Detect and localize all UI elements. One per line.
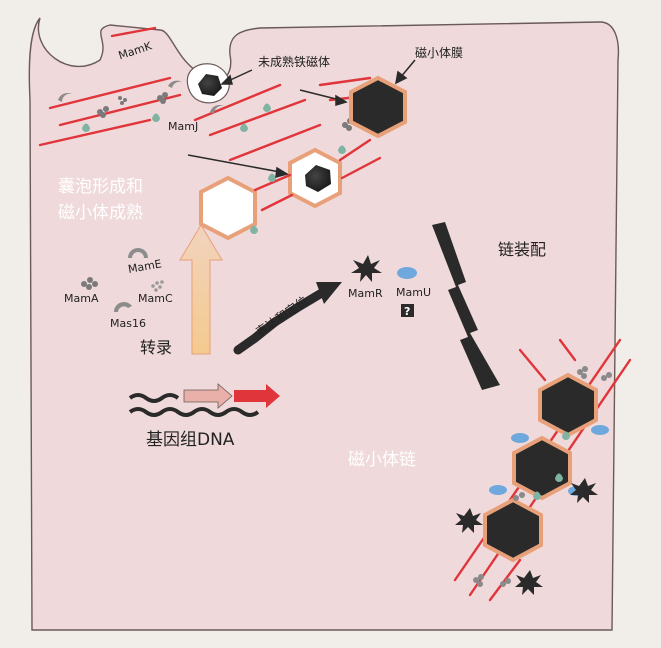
chain-magnetosome-1 [540, 375, 596, 435]
label-question: ? [404, 305, 410, 318]
label-vesicle-formation-1: 囊泡形成和 [58, 177, 143, 197]
label-immature-magnetosome: 未成熟铁磁体 [258, 54, 330, 69]
label-magnetosome-chain: 磁小体链 [348, 450, 416, 470]
magnetosome-mature-top [351, 78, 405, 136]
label-mamA: MamA [64, 292, 99, 305]
label-genome-dna: 基因组DNA [146, 430, 235, 450]
label-mamC: MamC [138, 292, 173, 305]
chain-magnetosome-3 [485, 500, 541, 560]
label-mamR: MamR [348, 287, 383, 300]
label-transcription: 转录 [140, 338, 172, 357]
vesicle-forming-1 [290, 150, 340, 206]
label-mas16: Mas16 [110, 317, 146, 330]
vesicle-forming-2 [201, 178, 255, 238]
label-mamU: MamU [396, 286, 431, 299]
label-mamJ: MamJ [168, 120, 198, 133]
chain-magnetosome-2 [514, 438, 570, 498]
label-vesicle-formation-2: 磁小体成熟 [58, 202, 143, 223]
label-magnetosome-membrane: 磁小体膜 [415, 45, 463, 60]
mamU-blob-icon [397, 267, 417, 279]
label-chain-assembly: 链装配 [498, 240, 546, 259]
